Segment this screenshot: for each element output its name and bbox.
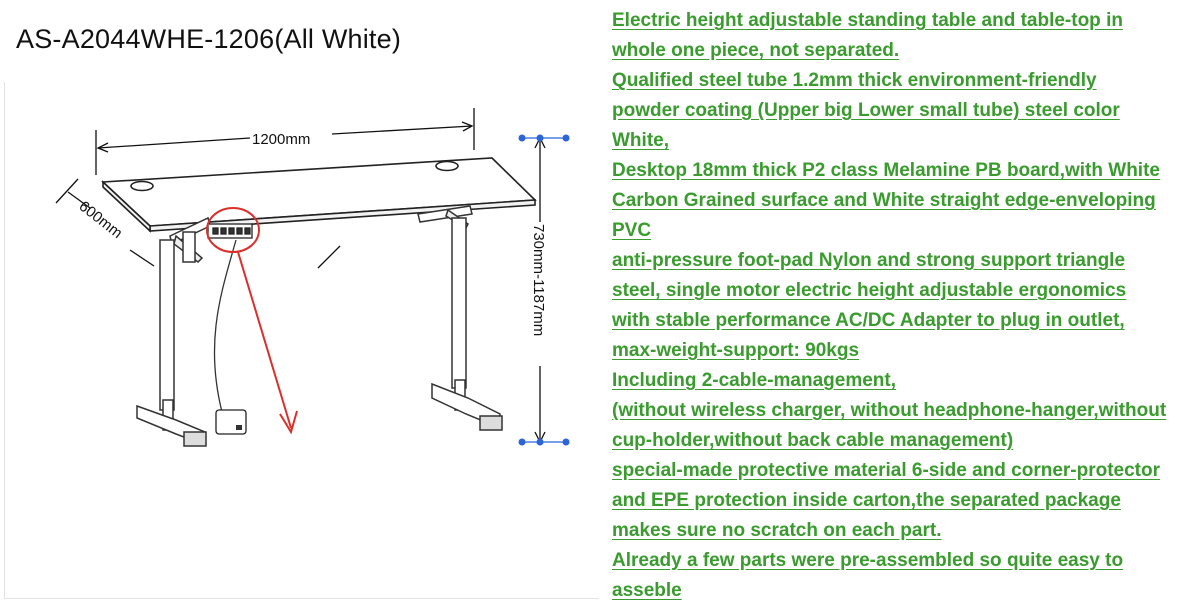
description-line: Already a few parts were pre-assembled s… [612, 550, 1124, 571]
description-line: whole one piece, not separated. [612, 40, 900, 61]
description-line: with stable performance AC/DC Adapter to… [612, 310, 1125, 331]
arrow-head-icon [279, 410, 298, 435]
description-line: and EPE protection inside carton,the sep… [612, 490, 1121, 511]
description-line: (without wireless charger, without headp… [612, 400, 1167, 421]
description-line: Electric height adjustable standing tabl… [612, 10, 1123, 31]
description-line: Carbon Grained surface and White straigh… [612, 190, 1156, 211]
adapter-plug-icon [236, 425, 242, 430]
height-handles [518, 134, 570, 446]
control-box-highlight-circle [206, 207, 260, 253]
table-top [101, 157, 537, 233]
product-diagram-panel: AS-A2044WHE-1206(All White) 1200mm 600mm [0, 0, 600, 602]
product-description: Electric height adjustable standing tabl… [612, 6, 1198, 606]
depth-label: 600mm [76, 198, 126, 242]
width-label: 1200mm [252, 131, 310, 148]
description-line: Qualified steel tube 1.2mm thick environ… [612, 70, 1097, 91]
description-line: steel, single motor electric height adju… [612, 280, 1127, 301]
description-line: Including 2-cable-management, [612, 370, 896, 391]
description-line: cup-holder,without back cable management… [612, 430, 1014, 451]
description-line: special-made protective material 6-side … [612, 460, 1161, 481]
control-box [207, 223, 253, 239]
diagram-frame [4, 82, 599, 599]
description-line: Desktop 18mm thick P2 class Melamine PB … [612, 160, 1160, 181]
highlight-arrow [237, 251, 292, 429]
height-label: 730mm-1187mm [530, 224, 547, 336]
power-cable [213, 239, 237, 413]
power-adapter [215, 409, 247, 435]
description-line: anti-pressure foot-pad Nylon and strong … [612, 250, 1126, 271]
height-dimension [522, 136, 566, 444]
description-line: makes sure no scratch on each part. [612, 520, 942, 541]
description-line: asseble [612, 580, 682, 601]
depth-dimension [55, 178, 341, 269]
description-line: powder coating (Upper big Lower small tu… [612, 100, 1120, 121]
desk-dimension-drawing: 1200mm 600mm [55, 108, 570, 447]
width-dimension [95, 108, 475, 175]
description-line: max-weight-support: 90kgs [612, 340, 860, 361]
desk-frame [136, 205, 503, 447]
description-line: White, [612, 130, 669, 151]
description-line: PVC [612, 220, 652, 241]
model-title: AS-A2044WHE-1206(All White) [16, 24, 402, 54]
